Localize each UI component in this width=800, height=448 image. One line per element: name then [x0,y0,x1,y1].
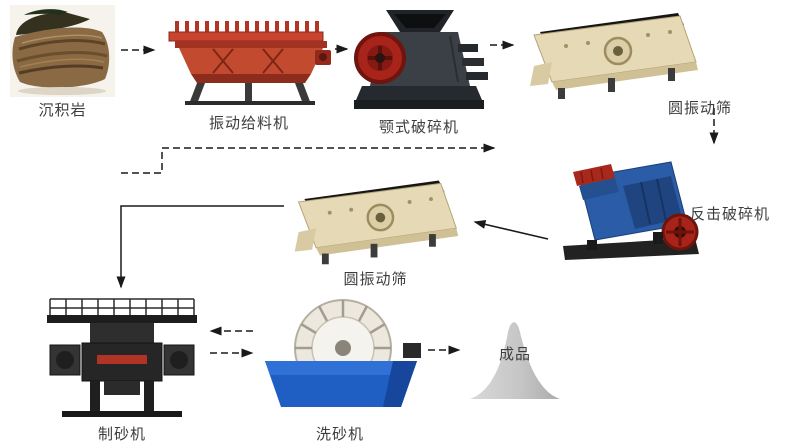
screen-mid-label: 圆振动筛 [343,271,408,288]
sand-washer-label: 洗砂机 [315,426,364,443]
impact-crusher-label: 反击破碎机 [690,206,771,223]
screen-top-label: 圆振动筛 [667,100,732,117]
vibrating-screen-mid-image [294,180,459,265]
jaw-crusher-label: 颚式破碎机 [378,119,459,136]
feeder-label: 振动给料机 [208,115,289,132]
node-jaw-crusher [350,6,488,114]
sedimentary-rock-image [10,5,115,97]
sand-maker-image [47,298,197,417]
vibrating-feeder-image [168,21,331,105]
sand-maker-label: 制砂机 [97,426,146,443]
node-product [467,312,563,402]
node-sand-washer [255,293,425,418]
rock-label: 沉积岩 [38,102,87,119]
arrow-impact-to-screen-mid [473,219,549,240]
node-sand-maker [42,293,202,421]
node-screen-top [518,4,708,100]
node-impact-crusher [553,148,705,266]
node-screen-mid [283,170,468,267]
node-feeder [163,12,335,108]
vibrating-screen-top-image [530,13,698,99]
sand-washer-image [265,299,421,407]
node-rock [10,5,115,97]
impact-crusher-image [563,161,699,260]
product-pile-image [470,322,560,399]
arrow-screen-mid-to-sand-maker [116,205,284,289]
product-label: 成品 [498,346,531,363]
jaw-crusher-image [354,10,488,109]
